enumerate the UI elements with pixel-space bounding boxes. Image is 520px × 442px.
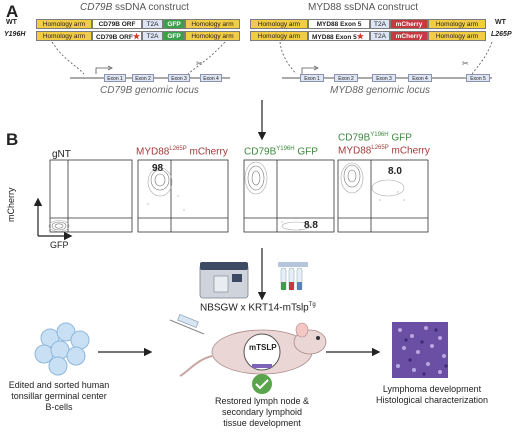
t2a-box: T2A (142, 19, 163, 29)
myd88-exon-5: Exon 5 (466, 74, 490, 82)
homology-arm-box: Homology arm (428, 19, 486, 29)
homology-arm-box: Homology arm (428, 31, 486, 41)
homology-arm-box: Homology arm (250, 31, 308, 41)
myd88-exon5-mutant-box: MYD88 Exon 5★ (308, 31, 370, 41)
histology-image-icon (392, 322, 448, 378)
myd88-exon-4: Exon 4 (408, 74, 432, 82)
cd79b-locus-label: CD79B genomic locus (100, 85, 199, 96)
left-caption: Edited and sorted human tonsillar germin… (8, 380, 110, 412)
t2a-box: T2A (370, 19, 390, 29)
center-caption: Restored lymph node & secondary lymphoid… (214, 396, 310, 428)
myd88-exon-2: Exon 2 (334, 74, 358, 82)
mutation-star-icon: ★ (356, 32, 364, 41)
homology-arm-box: Homology arm (250, 19, 308, 29)
plot-title-double-line1: CD79BY196H GFP (338, 132, 412, 144)
plot-frame-double (337, 159, 429, 233)
t2a-box: T2A (370, 31, 390, 41)
plot-frame-gnt (49, 159, 133, 233)
panel-b-letter: B (6, 130, 19, 149)
mcherry-box: mCherry (390, 19, 428, 29)
cd79b-orf-mutant-box: CD79B ORF★ (92, 31, 142, 41)
mcherry-box: mCherry (390, 31, 428, 41)
plot-title-double-line2: MYD88L265P mCherry (338, 145, 430, 157)
svg-text:✂: ✂ (196, 59, 203, 68)
mutation-star-icon: ★ (132, 32, 141, 41)
plot-title-myd88: MYD88L265P mCherry (136, 146, 228, 158)
cd79b-construct-title: CD79B ssDNA construct (80, 2, 189, 13)
myd88-exon-1: Exon 1 (300, 74, 324, 82)
plot-value-myd88: 98 (152, 163, 164, 174)
cell-sorter-icon (199, 262, 249, 299)
myd88-exon5-box: MYD88 Exon 5 (308, 19, 370, 29)
plot-frame-myd88 (137, 159, 229, 233)
myd88-construct-title: MYD88 ssDNA construct (308, 2, 419, 13)
x-axis-label: GFP (50, 240, 69, 250)
svg-text:✂: ✂ (462, 59, 469, 68)
panel-a-letter: A (6, 2, 19, 21)
plot-title-gnt: gNT (52, 149, 71, 160)
gfp-box: GFP (163, 31, 185, 41)
myd88-locus-label: MYD88 genomic locus (330, 85, 431, 96)
plot-frame-cd79b (243, 159, 335, 233)
homology-arm-box: Homology arm (185, 31, 240, 41)
myd88-exon-3: Exon 3 (372, 74, 396, 82)
syringe-icon (169, 314, 205, 335)
gfp-box: GFP (163, 19, 185, 29)
b-cells-icon (34, 322, 90, 376)
cd79b-exon-2: Exon 2 (132, 74, 154, 82)
check-badge-icon (252, 374, 272, 394)
myd88-mut-label: L265P (491, 31, 512, 38)
sorted-tubes-icon (278, 262, 308, 291)
cd79b-exon-4: Exon 4 (200, 74, 222, 82)
plasmid-label: mTSLP (249, 343, 277, 352)
t2a-box: T2A (142, 31, 163, 41)
myd88-wt-label: WT (495, 19, 506, 26)
homology-arm-box: Homology arm (185, 19, 240, 29)
homology-arm-box: Homology arm (36, 19, 92, 29)
cd79b-orf-box: CD79B ORF (92, 19, 142, 29)
plot-value-double: 8.0 (388, 166, 402, 177)
cd79b-exon-3: Exon 3 (168, 74, 190, 82)
cd79b-wt-label: WT (6, 19, 17, 26)
mouse-model-label: NBSGW x KRT14-mTslpTg (200, 302, 316, 314)
plot-title-cd79b: CD79BY196H GFP (244, 146, 318, 158)
right-caption: Lymphoma development Histological charac… (375, 384, 489, 405)
cd79b-exon-1: Exon 1 (104, 74, 126, 82)
homology-arm-box: Homology arm (36, 31, 92, 41)
plot-value-cd79b: 8.8 (304, 220, 318, 231)
mtslp-plasmid-icon (243, 333, 281, 371)
cd79b-mut-label: Y196H (4, 31, 26, 38)
